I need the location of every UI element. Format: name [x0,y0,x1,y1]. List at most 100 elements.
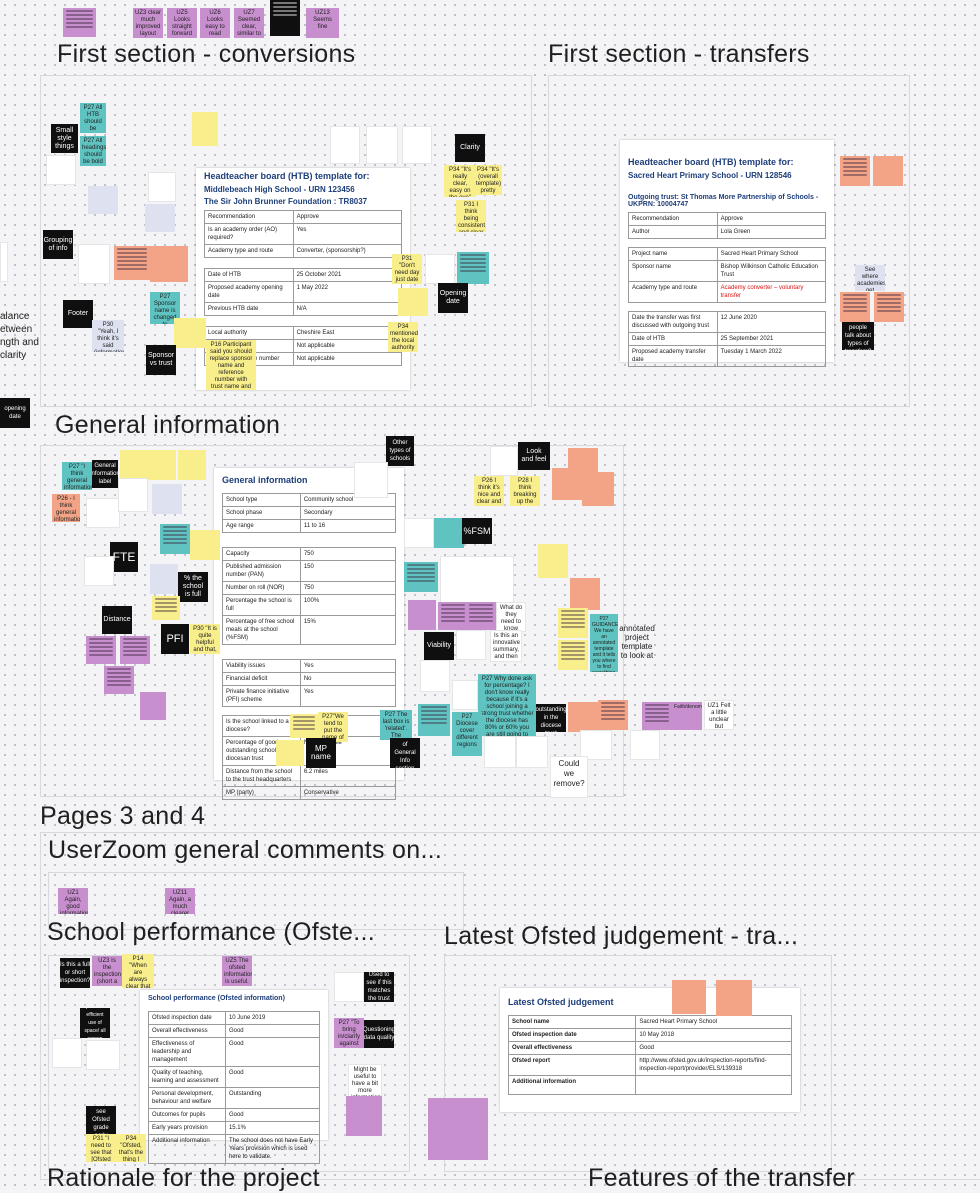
sticky-note[interactable]: P27 All HTB should be changed to advisor… [80,103,106,133]
black-note-full-short[interactable]: Is this a full or short inspection? [60,958,90,988]
sticky-note[interactable]: UZ3 clear much improved layout [133,8,163,38]
white-note[interactable] [420,660,450,692]
scribble-note[interactable] [114,246,150,280]
white-note[interactable] [490,446,518,476]
black-note-full[interactable]: % the school is full [178,572,208,602]
black-note-small-style[interactable]: Small style things [51,124,78,153]
sticky-note[interactable]: P27 The last box is 'related'. The quest… [380,710,412,740]
black-note-sponsor[interactable]: Sponsor vs trust [146,345,176,375]
white-note[interactable] [456,630,486,660]
black-note-good[interactable]: Good or outstanding in the diocese trust [536,704,566,732]
scribble-note[interactable] [104,666,134,694]
sticky-note[interactable]: P31 "I need to see that [Ofsted grade] e… [86,1134,116,1162]
sticky-note[interactable]: UZ7 Seemed clear, similar to current [234,8,264,38]
sticky-note[interactable]: UZ13 Seems fine [306,8,339,38]
black-note-pfi[interactable]: PFI [161,624,189,654]
purple-note-faith[interactable]: Faith/denom [672,702,702,730]
white-note[interactable] [330,126,360,164]
yellow-note[interactable] [276,740,304,766]
yellow-note[interactable] [398,288,428,316]
white-note[interactable] [404,518,434,548]
sticky-note[interactable]: What do they need to know about viabilit… [496,602,526,632]
yellow-note[interactable] [192,112,218,146]
white-note[interactable] [334,972,364,1002]
sticky-note[interactable]: P27 All headings should be bold [80,136,106,166]
scribble-note[interactable] [642,702,672,730]
orange-note[interactable] [716,980,752,1016]
sticky-note[interactable]: UZ5 The ofsted information is useful. [222,956,252,986]
scribble-note[interactable] [270,0,300,36]
black-note-look[interactable]: Look and feel [518,442,550,470]
black-note-genlabel[interactable]: General information label [92,460,118,488]
scribble-note[interactable] [558,640,588,670]
black-note-quest[interactable]: Questioning data quality [364,1020,394,1048]
scribble-note[interactable] [874,292,904,322]
black-note-fsm[interactable]: %FSM [462,518,492,544]
white-note[interactable] [425,254,455,284]
scribble-note[interactable] [558,608,588,638]
yellow-note[interactable] [190,530,220,560]
black-note-other[interactable]: Other types of schools [386,436,414,466]
black-note-clarity[interactable]: Clarity [455,134,485,162]
scribble-note[interactable] [840,292,870,322]
sticky-note[interactable]: P27 Why done ask for percentage? I don't… [478,674,536,736]
sticky-note[interactable]: P31 I think being consistent and clear a… [456,200,486,232]
white-note[interactable] [148,172,176,202]
orange-note[interactable] [672,980,706,1014]
clipped-black-note[interactable]: opening date [0,398,30,428]
sticky-note[interactable]: P27 Diocese cover different regions [452,712,482,756]
orange-note[interactable] [873,156,903,186]
scribble-note[interactable] [160,524,190,554]
scribble-note[interactable] [63,8,96,37]
sticky-note[interactable]: UZ1 Again, good information in this sect… [58,888,88,914]
sticky-note[interactable]: UZ5 Looks straight forward [167,8,197,38]
black-note-used[interactable]: Used to see if this matches the trust [364,972,394,1002]
sticky-note[interactable]: P27 "To bring in/clarify against OFSTED … [334,1018,364,1048]
yellow-note[interactable] [538,544,568,578]
sticky-note[interactable]: UZ1 Felt a little unclear but overall fi… [704,700,734,730]
white-note[interactable] [452,680,478,710]
purple-note[interactable] [408,600,436,630]
lilac-note[interactable] [150,564,178,594]
yellow-note[interactable] [150,450,176,480]
white-note[interactable] [366,126,398,164]
orange-note[interactable] [552,468,582,500]
sticky-note[interactable]: P28 I think breaking up the numbers toge… [510,476,540,506]
white-note[interactable] [52,1038,82,1068]
purple-note[interactable] [346,1096,382,1136]
scribble-note[interactable] [418,704,450,736]
scribble-note[interactable] [466,602,496,630]
yellow-note[interactable] [120,450,150,480]
white-note[interactable] [516,736,548,768]
black-note-last[interactable]: Last box of General Info section [390,738,420,768]
sticky-note[interactable]: P14 "When are always clear that it's fix… [122,954,154,988]
yellow-note[interactable] [178,450,206,480]
black-note-opening[interactable]: Opening date [438,283,468,313]
black-note-footer[interactable]: Footer [63,300,93,328]
black-note-design[interactable]: Design questions efficient use of space/… [80,1008,110,1038]
orange-note[interactable] [568,702,598,732]
black-note-need[interactable]: Need to see Ofsted grade early [86,1106,116,1134]
white-note[interactable] [402,126,432,164]
black-note-distance[interactable]: Distance [102,606,132,634]
white-note[interactable] [580,730,612,760]
purple-note[interactable] [140,692,166,720]
sticky-note[interactable]: UZ3 Is the inspection (short a full or s… [92,956,122,986]
white-note[interactable] [46,155,76,185]
sticky-note[interactable]: Is this an innovative summary, and then … [490,630,522,662]
orange-note[interactable] [150,246,188,282]
scribble-note[interactable] [438,602,468,630]
sticky-note[interactable]: P27 "I think general information is alri… [62,462,92,490]
black-note-viability[interactable]: Viability [424,632,454,660]
yellow-note[interactable] [174,318,206,348]
sticky-note[interactable]: See where academies get trusts? [855,265,885,291]
white-note[interactable] [118,478,148,512]
black-note-grouping[interactable]: Grouping of info [43,230,73,259]
white-note[interactable] [86,1040,120,1070]
sticky-note[interactable]: P27 Sponsor name is changed to trust/spo… [150,292,180,324]
black-note-fte[interactable]: FTE [110,542,138,572]
black-note-mp[interactable]: MP name [306,738,336,768]
sticky-note[interactable]: UZ6 Looks easy to read [200,8,230,38]
white-note[interactable] [484,736,516,768]
orange-note[interactable] [582,472,614,506]
